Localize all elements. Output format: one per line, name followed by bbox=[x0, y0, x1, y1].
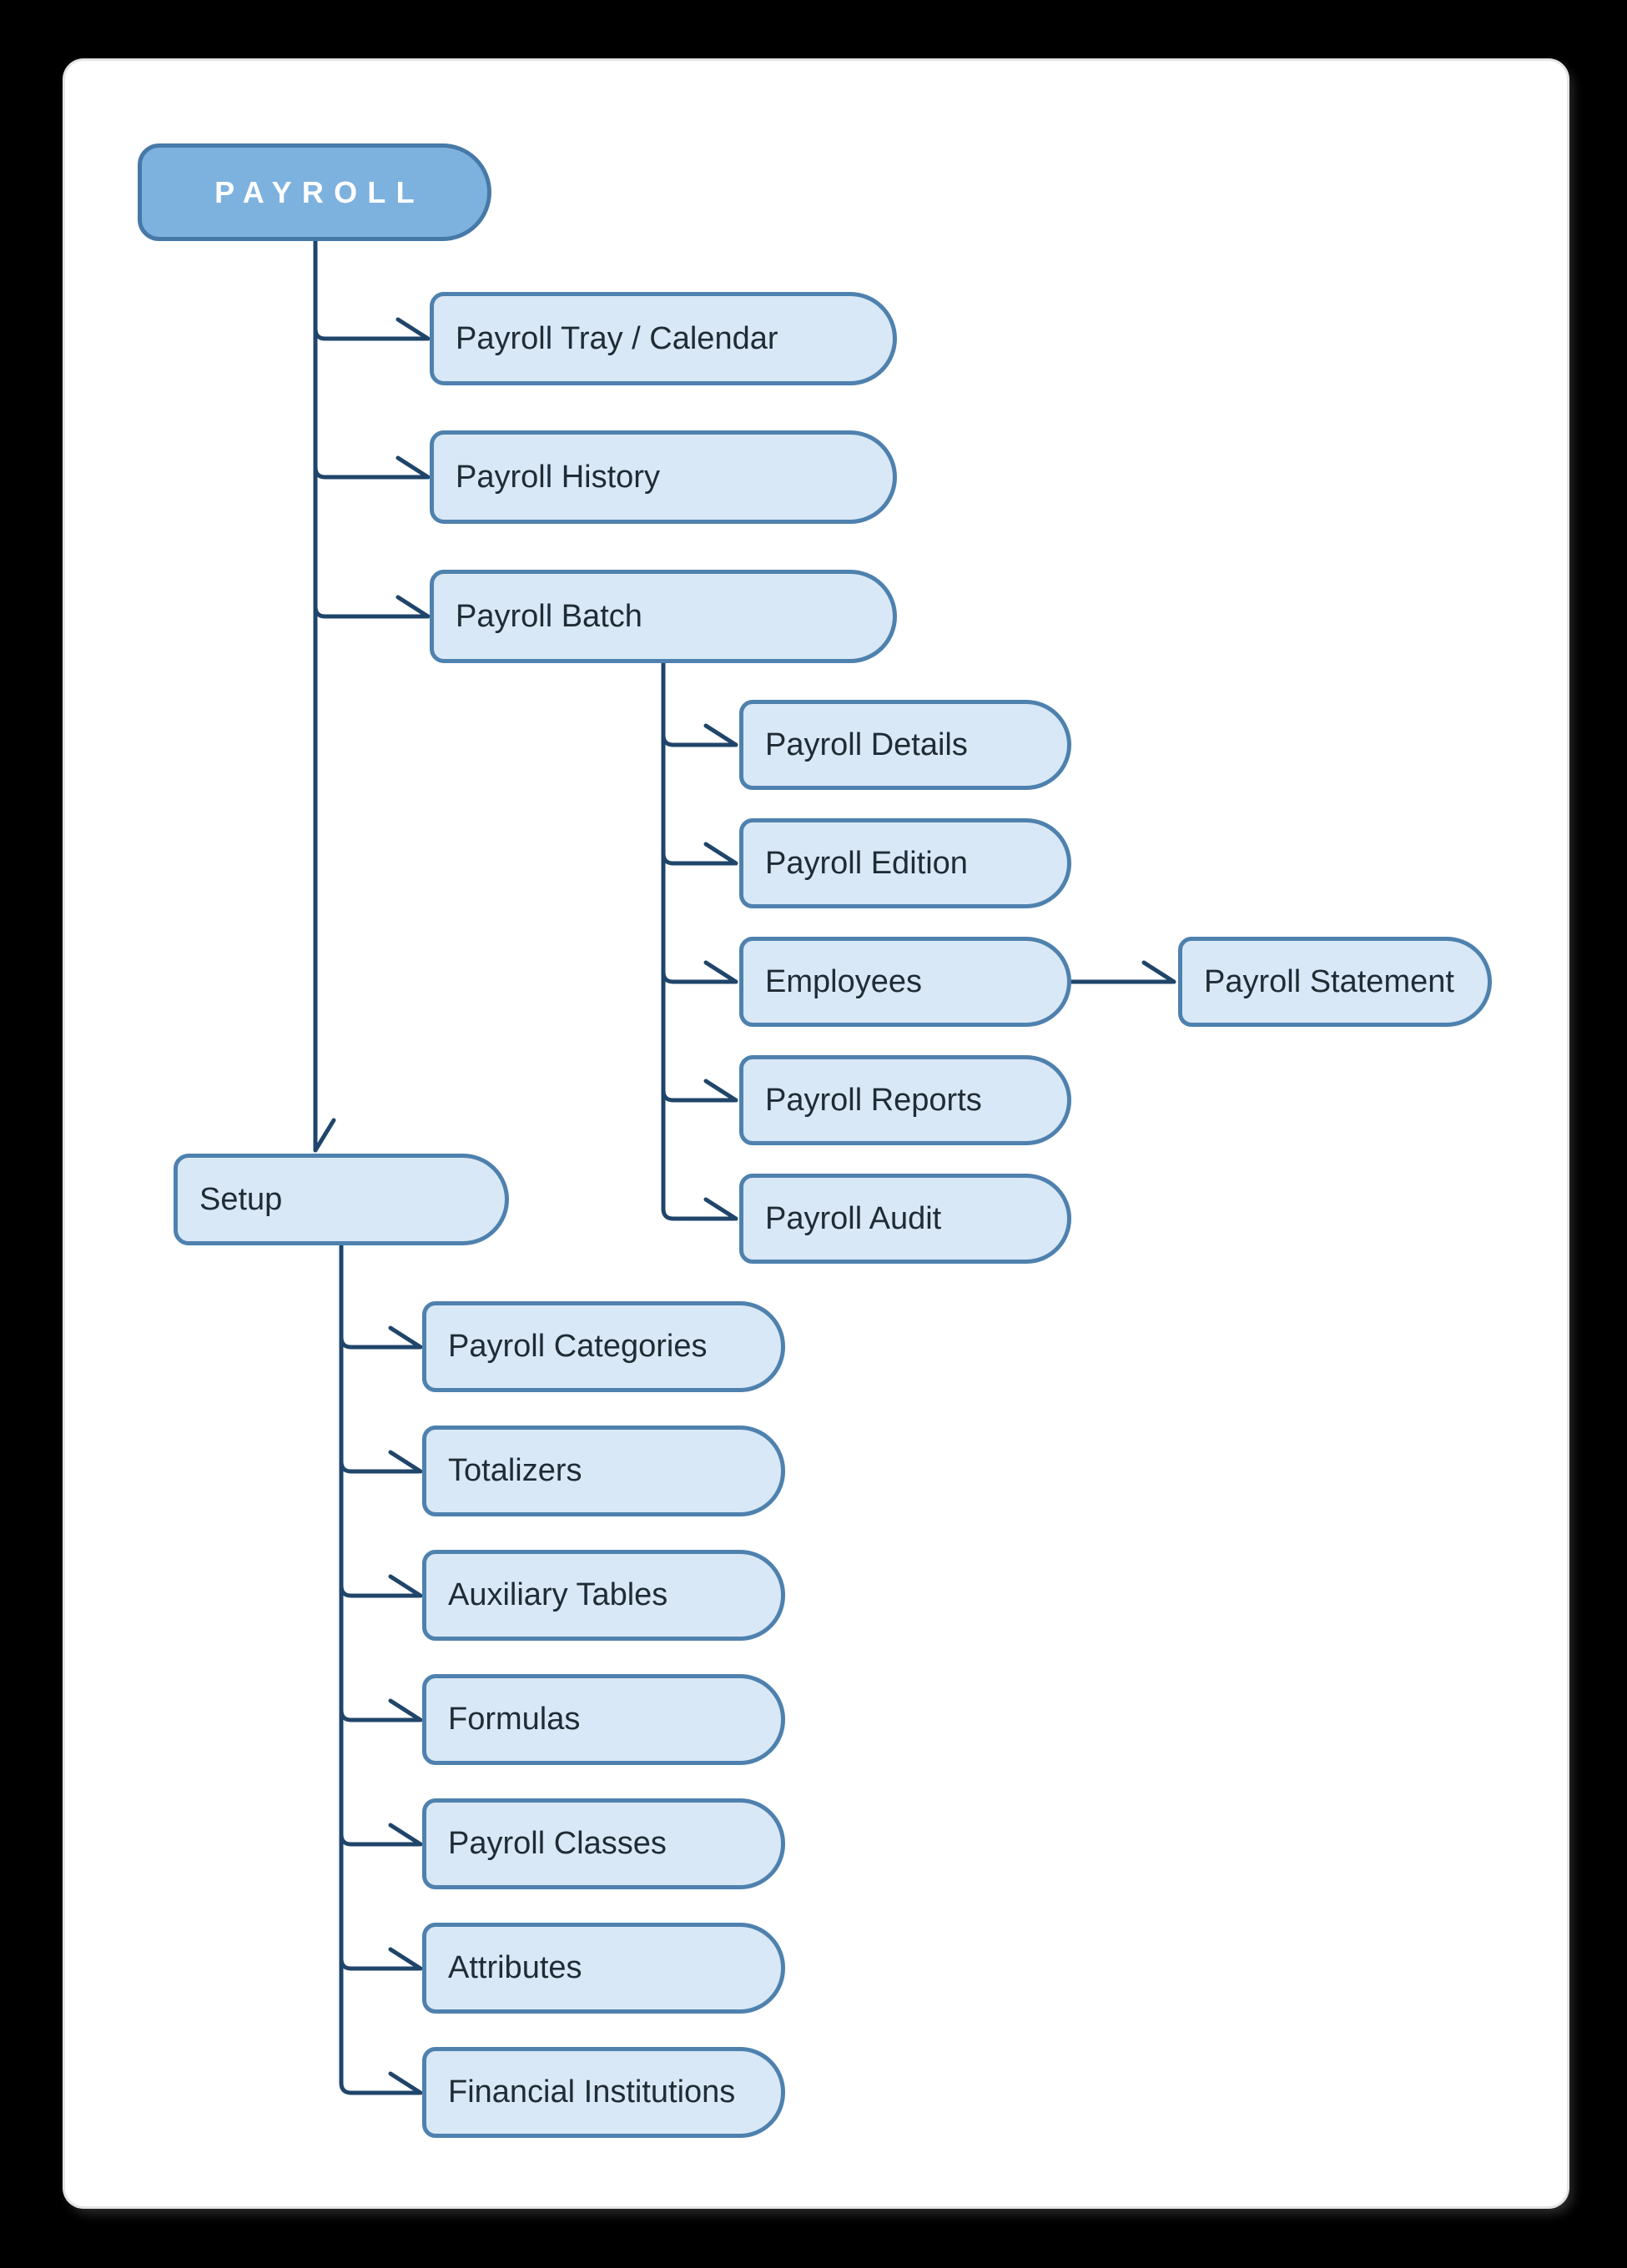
edge-setup-categories-arrowhead bbox=[388, 1325, 423, 1350]
edge-batch-reports-arrowhead bbox=[703, 1079, 738, 1103]
edge-batch-reports bbox=[661, 1088, 737, 1103]
connector-lines bbox=[313, 239, 1176, 2095]
node-payroll-audit-label: Payroll Audit bbox=[765, 1200, 942, 1236]
node-employees-label: Employees bbox=[765, 963, 922, 999]
node-payroll-categories: Payroll Categories bbox=[422, 1301, 785, 1392]
edge-root-history bbox=[313, 465, 429, 480]
node-payroll-details-label: Payroll Details bbox=[765, 727, 968, 762]
node-totalizers: Totalizers bbox=[422, 1426, 785, 1516]
edge-setup-auxiliary bbox=[339, 1583, 421, 1598]
edge-root-tray-arrowhead bbox=[395, 317, 431, 341]
node-payroll-statement: Payroll Statement bbox=[1178, 937, 1492, 1027]
node-payroll-reports: Payroll Reports bbox=[739, 1055, 1071, 1145]
node-payroll-classes-label: Payroll Classes bbox=[448, 1826, 667, 1861]
node-payroll-reports-label: Payroll Reports bbox=[765, 1082, 982, 1118]
edge-root-tray bbox=[313, 326, 429, 341]
node-financial-institutions: Financial Institutions bbox=[422, 2047, 785, 2138]
edge-setup-financial bbox=[339, 2080, 421, 2095]
edge-setup-classes-arrowhead bbox=[388, 1823, 423, 1847]
node-formulas-label: Formulas bbox=[448, 1702, 581, 1737]
node-setup-label: Setup bbox=[199, 1181, 283, 1217]
node-financial-institutions-label: Financial Institutions bbox=[448, 2074, 736, 2110]
node-payroll-batch-label: Payroll Batch bbox=[456, 598, 642, 634]
edge-batch-details bbox=[661, 732, 737, 747]
node-employees: Employees bbox=[739, 937, 1071, 1027]
edge-setup-attributes-arrowhead bbox=[388, 1947, 423, 1971]
node-payroll-batch: Payroll Batch bbox=[430, 570, 897, 663]
edge-employees-statement-arrowhead bbox=[1141, 960, 1176, 984]
node-payroll-history-label: Payroll History bbox=[456, 459, 660, 495]
node-payroll-classes: Payroll Classes bbox=[422, 1798, 785, 1889]
node-totalizers-label: Totalizers bbox=[448, 1453, 582, 1488]
node-payroll-tray-calendar: Payroll Tray / Calendar bbox=[430, 292, 897, 385]
edge-batch-audit-arrowhead bbox=[703, 1197, 738, 1221]
node-payroll-edition: Payroll Edition bbox=[739, 818, 1071, 908]
edge-batch-audit bbox=[661, 1206, 737, 1221]
edge-batch-employees bbox=[661, 969, 737, 984]
edge-batch-edition bbox=[661, 851, 737, 866]
node-payroll-audit: Payroll Audit bbox=[739, 1174, 1071, 1264]
diagram-canvas: PAYROLL Payroll Tray / Calendar Payroll … bbox=[65, 61, 1567, 2206]
node-payroll-categories-label: Payroll Categories bbox=[448, 1329, 708, 1364]
edge-setup-formulas-arrowhead bbox=[388, 1698, 423, 1722]
edge-setup-attributes bbox=[339, 1956, 421, 1971]
node-payroll-root-label: PAYROLL bbox=[214, 174, 425, 209]
node-payroll-root: PAYROLL bbox=[138, 143, 491, 241]
node-payroll-details: Payroll Details bbox=[739, 700, 1071, 790]
edge-setup-totalizers-arrowhead bbox=[388, 1450, 423, 1474]
node-payroll-edition-label: Payroll Edition bbox=[765, 845, 968, 881]
node-attributes-label: Attributes bbox=[448, 1950, 582, 1985]
edge-batch-employees-arrowhead bbox=[703, 960, 738, 984]
edge-root-history-arrowhead bbox=[395, 455, 431, 480]
edge-setup-categories bbox=[339, 1335, 421, 1350]
node-auxiliary-tables: Auxiliary Tables bbox=[422, 1550, 785, 1641]
node-payroll-statement-label: Payroll Statement bbox=[1204, 963, 1454, 999]
edge-setup-financial-arrowhead bbox=[388, 2071, 423, 2095]
edge-batch-details-arrowhead bbox=[703, 723, 738, 747]
edge-batch-edition-arrowhead bbox=[703, 842, 738, 866]
node-auxiliary-tables-label: Auxiliary Tables bbox=[448, 1577, 668, 1612]
node-formulas: Formulas bbox=[422, 1674, 785, 1765]
edge-setup-formulas bbox=[339, 1707, 421, 1722]
node-payroll-tray-calendar-label: Payroll Tray / Calendar bbox=[456, 320, 778, 356]
node-payroll-history: Payroll History bbox=[430, 430, 897, 524]
edge-setup-auxiliary-arrowhead bbox=[388, 1574, 423, 1598]
node-setup: Setup bbox=[174, 1154, 509, 1245]
edge-root-setup-arrowhead bbox=[313, 1118, 336, 1153]
node-attributes: Attributes bbox=[422, 1923, 785, 2014]
edge-setup-classes bbox=[339, 1832, 421, 1847]
edge-setup-totalizers bbox=[339, 1459, 421, 1474]
edge-root-batch-arrowhead bbox=[395, 595, 431, 619]
edge-root-batch bbox=[313, 604, 429, 619]
